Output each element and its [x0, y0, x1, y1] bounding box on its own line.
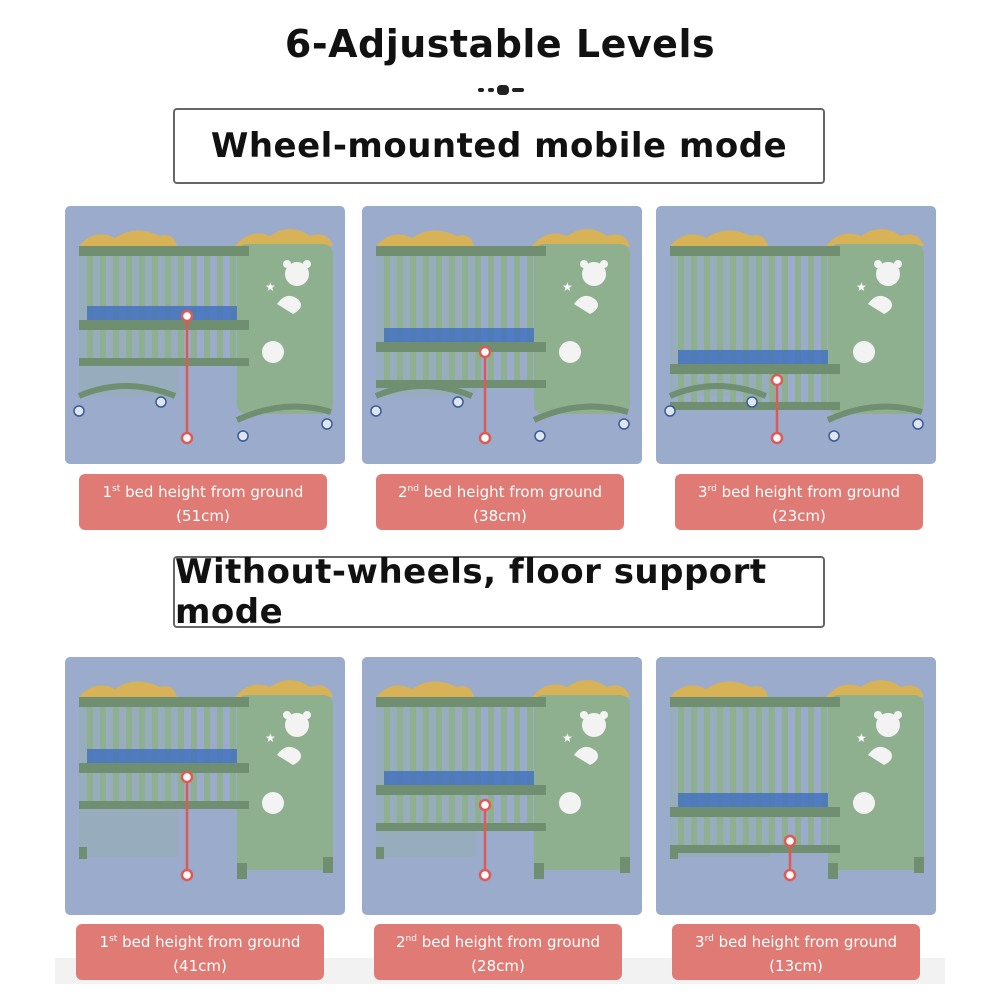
crib-illustration: ★ — [370, 229, 630, 445]
svg-text:★: ★ — [562, 280, 573, 294]
caption-level-3: 3rd bed height from ground (23cm) — [675, 474, 923, 530]
divider-ornament — [478, 85, 524, 95]
height-value: (13cm) — [769, 957, 823, 975]
caption-level-5: 2nd bed height from ground (28cm) — [374, 924, 622, 980]
svg-text:★: ★ — [856, 731, 867, 745]
height-value: (41cm) — [173, 957, 227, 975]
crib-illustration: ★ — [670, 680, 924, 882]
crib-image-level-2: ★ — [362, 206, 642, 464]
height-value: (23cm) — [772, 507, 826, 525]
crib-illustration: ★ — [376, 680, 630, 882]
page-title: 6-Adjustable Levels — [284, 22, 716, 66]
svg-text:★: ★ — [265, 731, 276, 745]
svg-text:★: ★ — [265, 280, 276, 294]
crib-image-level-4: ★ — [65, 657, 345, 915]
svg-text:★: ★ — [562, 731, 573, 745]
crib-image-level-6: ★ — [656, 657, 936, 915]
crib-image-level-1: ★ — [65, 206, 345, 464]
crib-image-level-5: ★ — [362, 657, 642, 915]
crib-image-level-3: ★ — [656, 206, 936, 464]
caption-level-1: 1st bed height from ground (51cm) — [79, 474, 327, 530]
svg-text:★: ★ — [856, 280, 867, 294]
height-value: (28cm) — [471, 957, 525, 975]
caption-level-2: 2nd bed height from ground (38cm) — [376, 474, 624, 530]
crib-illustration: ★ — [73, 229, 333, 445]
crib-illustration: ★ — [664, 229, 924, 445]
height-value: (38cm) — [473, 507, 527, 525]
caption-level-6: 3rd bed height from ground (13cm) — [672, 924, 920, 980]
crib-illustration: ★ — [79, 680, 333, 882]
height-value: (51cm) — [176, 507, 230, 525]
mode-heading-floor: Without-wheels, floor support mode — [173, 552, 825, 632]
caption-level-4: 1st bed height from ground (41cm) — [76, 924, 324, 980]
mode-heading-wheeled: Wheel-mounted mobile mode — [173, 108, 825, 184]
